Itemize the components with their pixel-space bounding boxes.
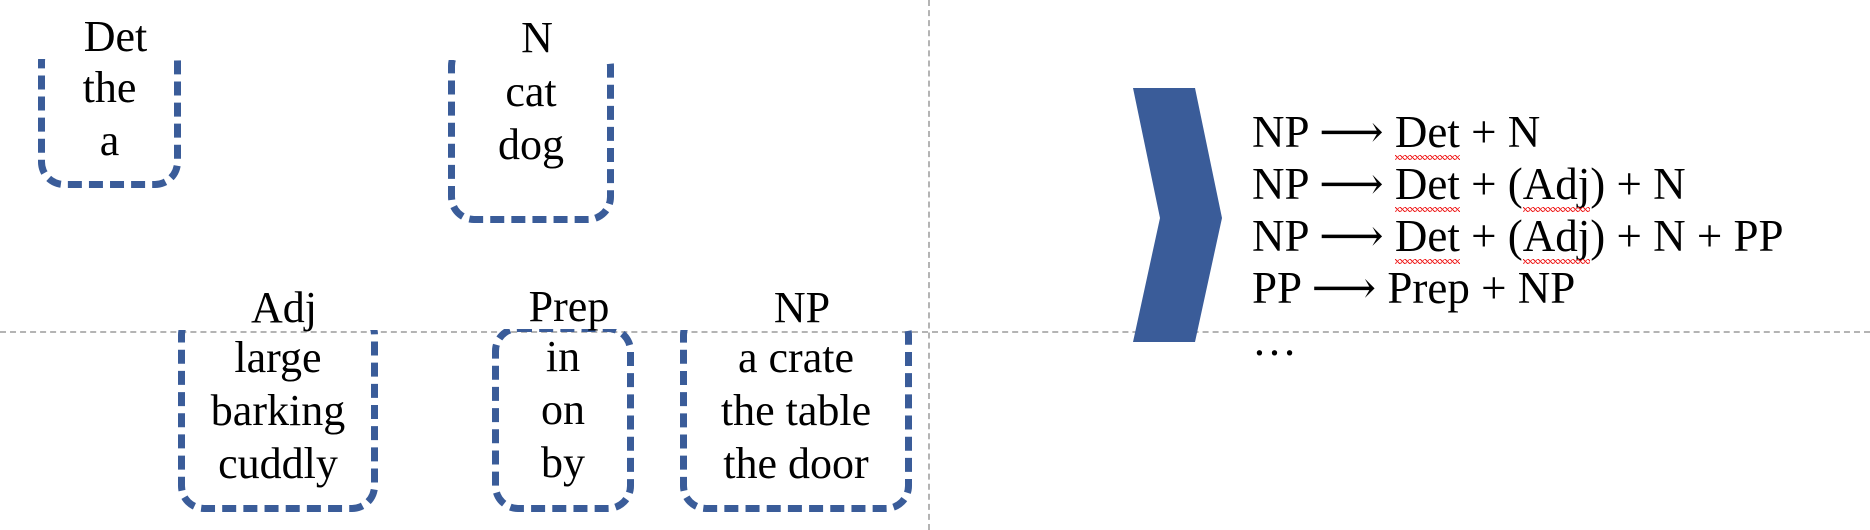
category-label-n: N: [448, 16, 626, 60]
rule-term-det: Det: [1394, 159, 1460, 212]
rule-lhs-arrow: NP ⟶: [1252, 211, 1395, 261]
list-item: cat: [505, 67, 557, 116]
list-item: barking: [210, 385, 346, 435]
rule-rest: + N: [1459, 107, 1541, 157]
list-item: large: [234, 333, 322, 382]
rule-line: NP ⟶ Det + (Adj) + N: [1252, 158, 1784, 212]
category-items-np: a crate the table the door: [680, 332, 912, 490]
category-label-prep: Prep: [492, 285, 646, 329]
grammar-rules-block: NP ⟶ Det + N NP ⟶ Det + (Adj) + N NP ⟶ D…: [1252, 106, 1784, 366]
list-item: in: [545, 332, 581, 381]
category-items-det: the a: [38, 62, 181, 168]
list-item: the table: [720, 385, 872, 435]
list-item: the: [82, 63, 137, 112]
rule-full: PP ⟶ Prep + NP: [1252, 263, 1576, 313]
rule-term-adj: Adj: [1522, 159, 1591, 212]
category-label-det: Det: [38, 15, 193, 59]
list-item: the door: [723, 438, 869, 488]
rule-rest: ) + N: [1590, 159, 1686, 209]
chevron-right-arrow: [1133, 88, 1222, 342]
list-item: a crate: [738, 333, 854, 382]
rule-lhs-arrow: NP ⟶: [1252, 159, 1395, 209]
rule-line: PP ⟶ Prep + NP: [1252, 262, 1784, 314]
rule-lhs-arrow: NP ⟶: [1252, 107, 1395, 157]
rule-mid: + (: [1459, 211, 1523, 261]
rule-term-det: Det: [1394, 107, 1460, 160]
category-items-n: cat dog: [448, 66, 614, 172]
vertical-guide-line: [928, 0, 930, 530]
rule-mid: + (: [1459, 159, 1523, 209]
rule-term-det: Det: [1394, 211, 1460, 264]
list-item: a: [99, 115, 120, 165]
list-item: on: [541, 384, 585, 434]
category-label-np: NP: [680, 286, 924, 330]
list-item: by: [541, 437, 585, 487]
rule-line-ellipsis: …: [1252, 314, 1784, 366]
category-items-prep: in on by: [492, 331, 634, 489]
rule-line: NP ⟶ Det + (Adj) + N + PP: [1252, 210, 1784, 264]
category-items-adj: large barking cuddly: [178, 332, 378, 490]
ellipsis: …: [1252, 315, 1297, 365]
rule-term-adj: Adj: [1522, 211, 1591, 264]
rule-line: NP ⟶ Det + N: [1252, 106, 1784, 160]
rule-rest: ) + N + PP: [1590, 211, 1784, 261]
list-item: cuddly: [218, 438, 338, 488]
category-label-adj: Adj: [178, 286, 390, 330]
list-item: dog: [498, 119, 564, 169]
